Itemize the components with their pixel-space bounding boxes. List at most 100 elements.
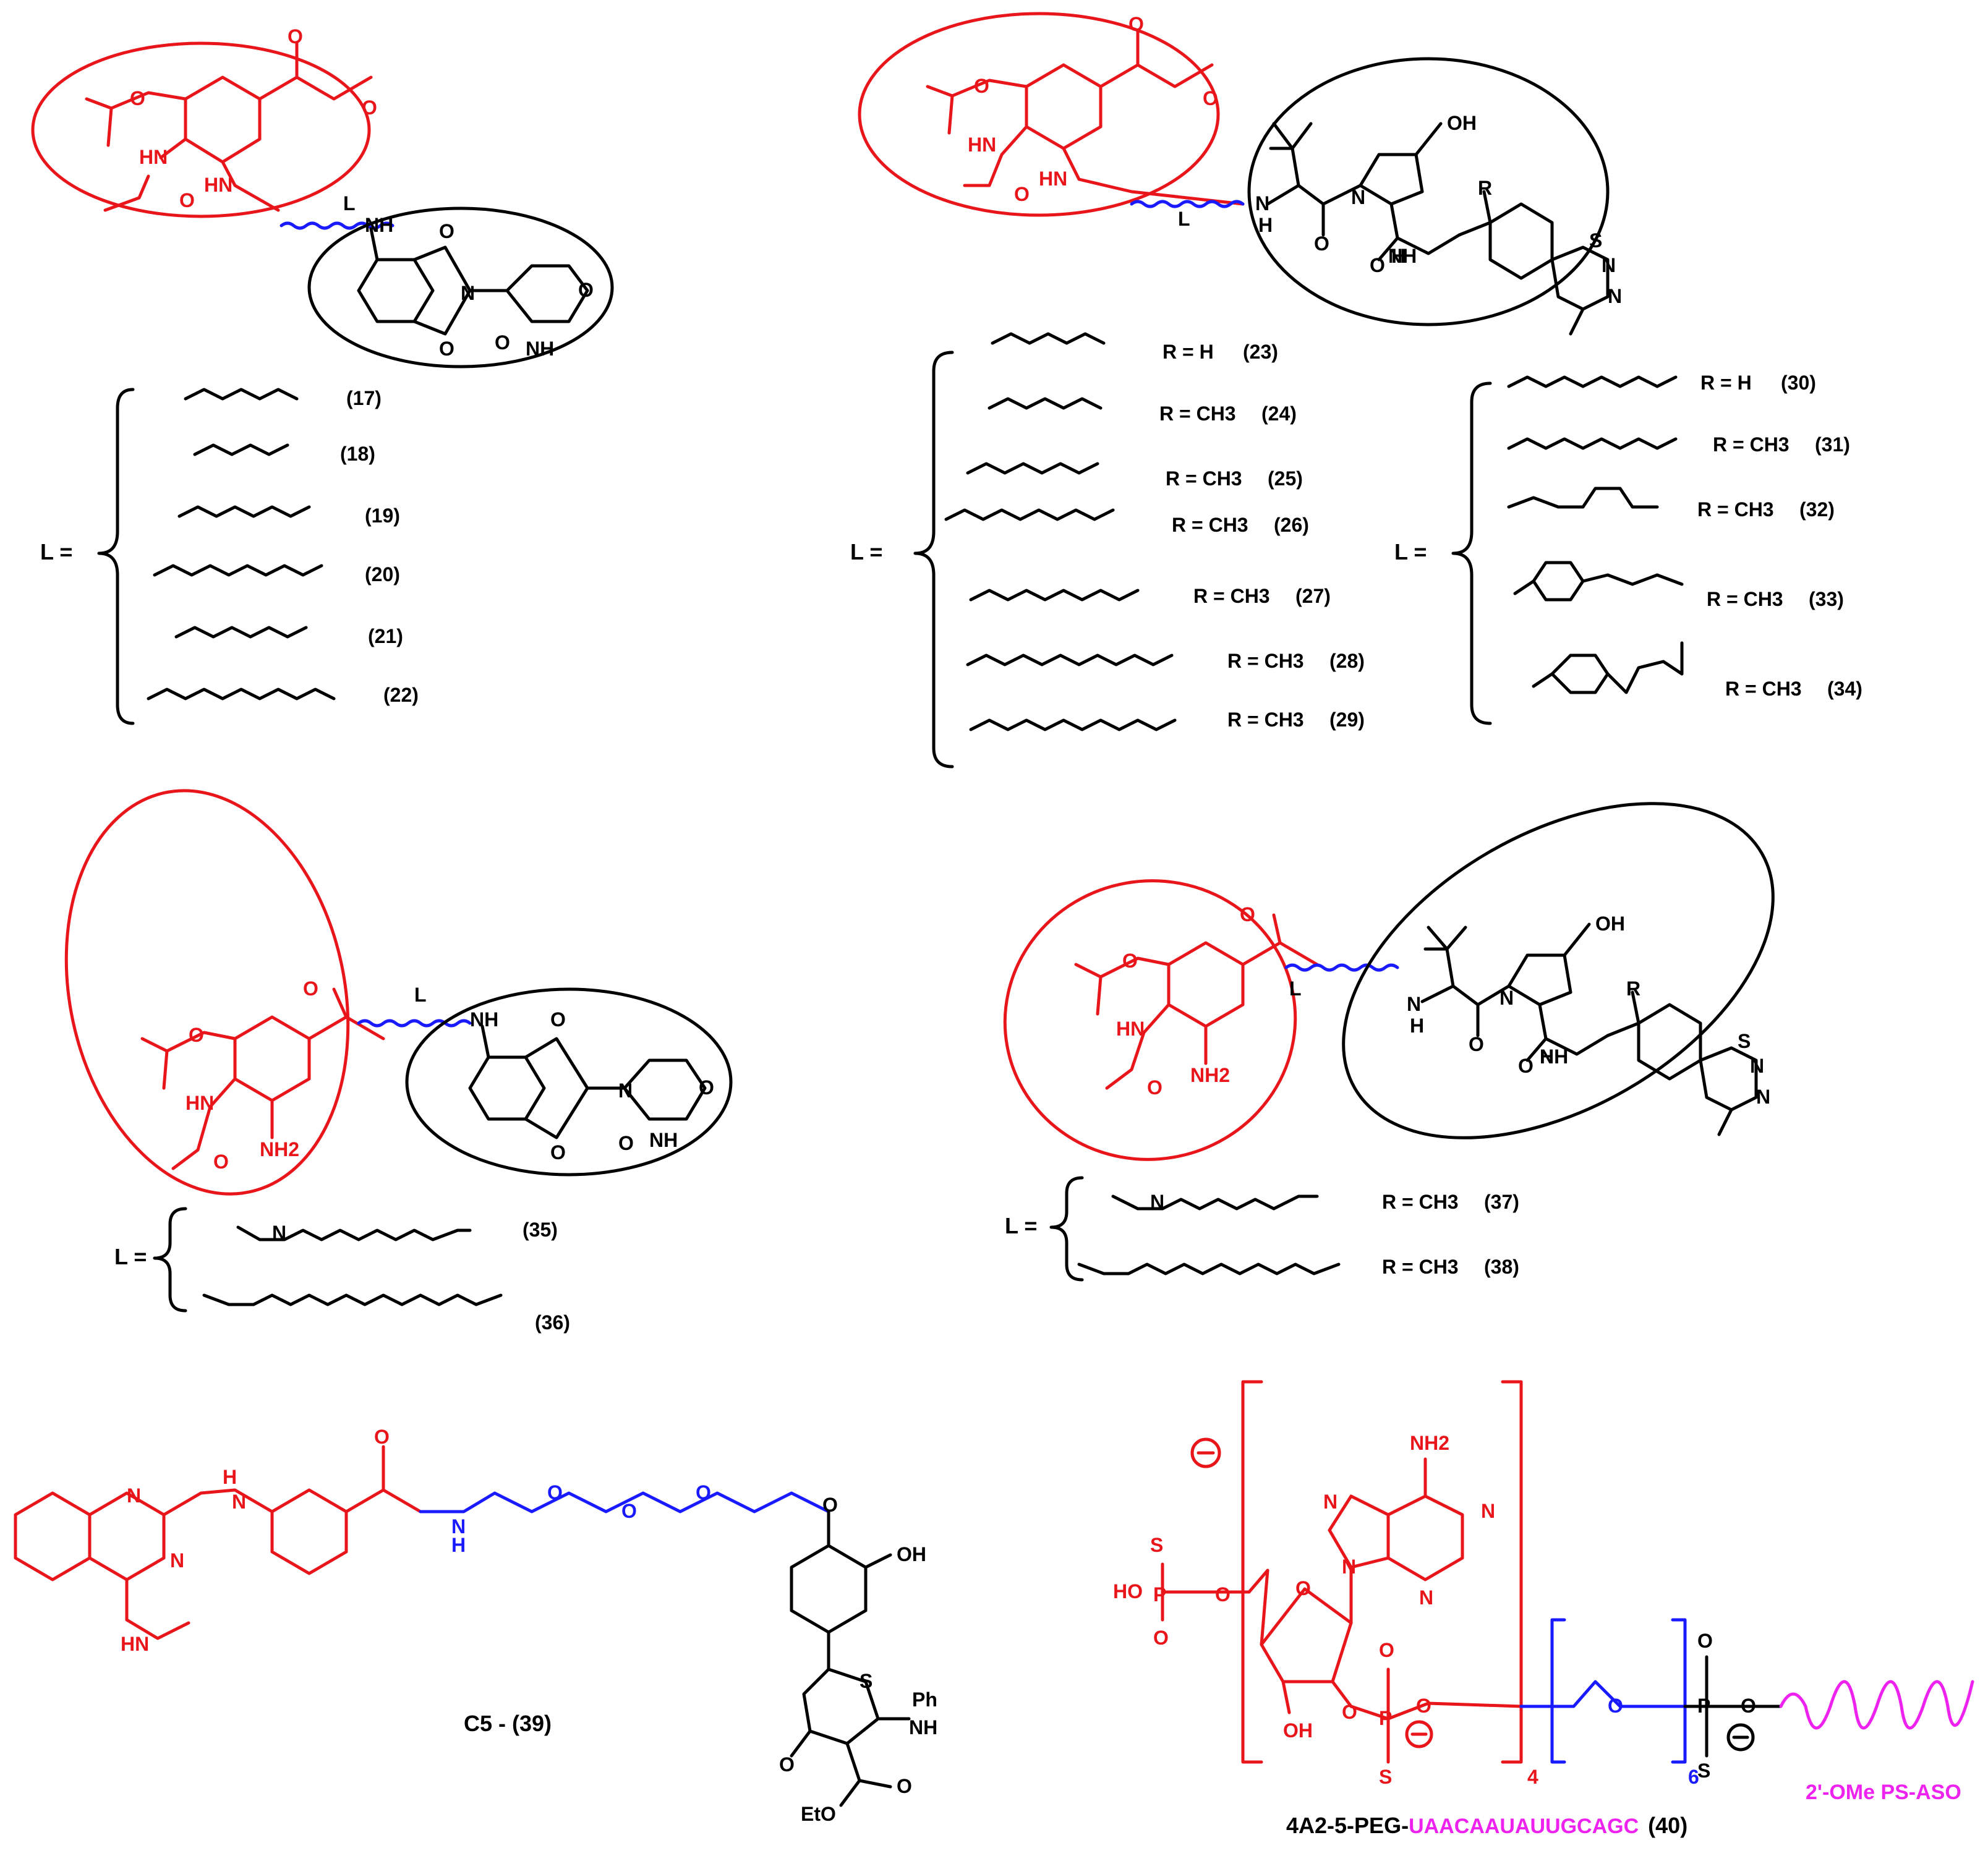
atom-hn: HN (139, 146, 168, 168)
atom-n: N (451, 1515, 466, 1538)
ligand-structure (14, 1491, 92, 1581)
title-id: (40) (1648, 1813, 1687, 1838)
compound-id: (32) (1799, 498, 1835, 521)
atom-h: H (1391, 245, 1406, 267)
compound-id: (22) (383, 684, 419, 706)
atom-hn: HN (968, 134, 996, 156)
atom-o: O (1295, 1577, 1311, 1599)
atom-nh: NH (1388, 245, 1417, 267)
atom-s: S (1738, 1030, 1751, 1052)
r-group: R = H (1163, 341, 1214, 363)
panel-3: O O HN O NH2 L NH O O N O NH O L = N (35… (64, 789, 733, 1334)
repeat-subscript: 4 (1527, 1766, 1538, 1788)
brace (1049, 1176, 1084, 1282)
ligand-ellipse (64, 789, 350, 1196)
repeat-bracket (1671, 1618, 1687, 1764)
compound-id: (29) (1329, 709, 1365, 731)
title-sequence: UAACAAUAUUGCAGC (1409, 1815, 1639, 1838)
atom-n: N (1756, 1086, 1770, 1108)
compound-id: (20) (365, 563, 400, 585)
atom-hn: HN (1039, 168, 1067, 190)
atom-o: O (130, 87, 145, 109)
atom-o: O (1153, 1627, 1169, 1649)
atom-h: H (223, 1466, 237, 1488)
atom-o: O (1608, 1695, 1623, 1717)
ligand-structure (1025, 63, 1103, 150)
atom-hn: HN (186, 1092, 214, 1114)
r-group: R = CH3 (1166, 467, 1242, 490)
compound-id: (27) (1295, 585, 1331, 607)
atom-o: O (288, 25, 303, 48)
atom-nh: NH (649, 1129, 678, 1151)
recruiter-ellipse (405, 987, 733, 1177)
compound-id: (28) (1329, 650, 1365, 672)
linker-wavy (1284, 963, 1399, 972)
atom-o: O (1014, 183, 1030, 205)
atom-o: O (213, 1151, 229, 1173)
compound-id: (25) (1268, 467, 1303, 490)
atom-hn: HN (204, 174, 233, 196)
atom-n: N (1255, 192, 1269, 215)
repeat-bracket (1550, 1618, 1566, 1764)
atom-h: H (1410, 1015, 1424, 1037)
atom-o: O (303, 977, 318, 1000)
r-group: R = CH3 (1725, 678, 1802, 700)
recruiter-structure (357, 258, 435, 323)
atom-nh: NH (526, 338, 554, 360)
panel-5: N N H N HN O N H O O O O OH S Ph NH O O … (14, 1426, 937, 1825)
atom-nh: NH (909, 1716, 937, 1739)
atom-nh2: NH2 (260, 1138, 299, 1160)
atom-s: S (1589, 229, 1602, 252)
atom-o: O (621, 1500, 637, 1522)
atom-o: O (439, 220, 454, 242)
recruiter-structure (790, 1510, 868, 1634)
r-group: R = CH3 (1227, 709, 1304, 731)
atom-n: N (618, 1079, 633, 1102)
r-group: R = CH3 (1382, 1191, 1459, 1213)
title-prefix: 4A2-5-PEG- (1286, 1813, 1409, 1838)
atom-nh: NH (365, 214, 393, 236)
recruiter-structure (1420, 984, 1511, 1007)
atom-o: O (974, 75, 989, 97)
atom-r: R (1478, 177, 1492, 199)
linker-eq: L = (1394, 539, 1427, 564)
atom-o: O (1314, 232, 1329, 255)
linker-peg (419, 1491, 830, 1513)
aso-helix (1779, 1680, 1974, 1730)
panel-4: O O HN O NH2 L OH N H O N O NH H R S N N… (1003, 802, 1775, 1282)
atom-r: R (1626, 977, 1640, 1000)
r-group: R = CH3 (1713, 433, 1790, 456)
atom-o: O (897, 1775, 912, 1797)
compound-id: (30) (1781, 372, 1816, 394)
repeat-subscript: 6 (1688, 1766, 1699, 1788)
atom-n: N (1750, 1055, 1764, 1077)
atom-n: N (1342, 1556, 1356, 1578)
linker-label: L (1178, 208, 1190, 230)
atom-o: O (578, 279, 594, 301)
compound-id: (18) (340, 443, 375, 465)
atom-n: N (1481, 1500, 1495, 1522)
atom-o: O (618, 1132, 634, 1154)
atom-p: P (1697, 1695, 1710, 1717)
atom-o: O (189, 1024, 204, 1046)
atom-n: N (461, 282, 475, 304)
atom-o: O (1518, 1055, 1534, 1077)
linker-wavy (279, 221, 395, 230)
compound-id: (21) (368, 625, 403, 647)
compound-id: (35) (523, 1219, 558, 1241)
atom-p: P (1379, 1707, 1392, 1729)
atom-oh: OH (1595, 913, 1625, 935)
atom-o: O (1697, 1630, 1713, 1652)
atom-nh2: NH2 (1190, 1064, 1230, 1086)
linker-label: L (343, 192, 356, 215)
atom-o: O (550, 1008, 566, 1031)
compound-id: (38) (1484, 1256, 1519, 1278)
atom-o: O (1416, 1695, 1431, 1717)
minus-charge-icon (1405, 1720, 1433, 1748)
r-group: R = CH3 (1172, 514, 1248, 536)
ligand-structure (233, 1015, 311, 1102)
atom-o: O (1741, 1695, 1756, 1717)
atom-h: H (1258, 214, 1273, 236)
ligand-ellipse (1003, 879, 1297, 1161)
r-group: R = CH3 (1193, 585, 1270, 607)
